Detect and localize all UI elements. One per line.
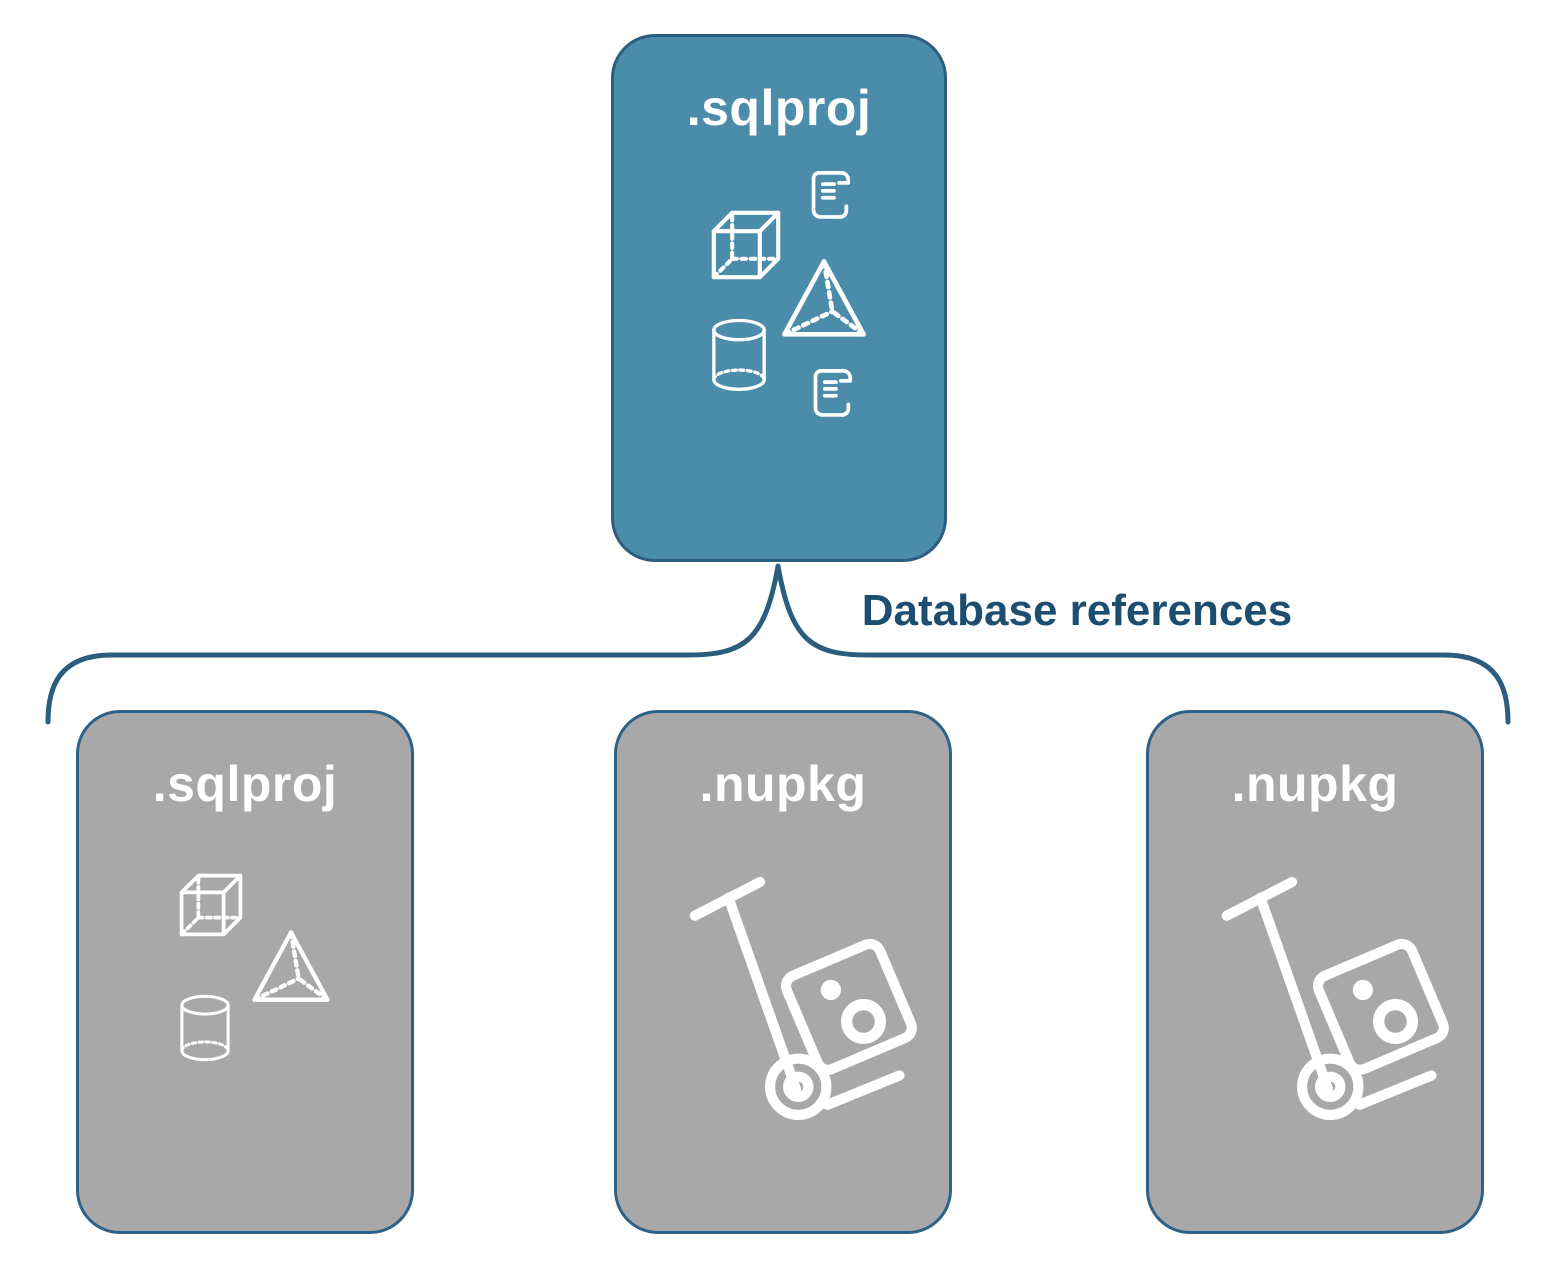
child-node-title: .nupkg xyxy=(699,756,867,812)
cube-icon xyxy=(169,863,253,947)
node-child-nupkg: .nupkg xyxy=(614,710,952,1234)
node-child-sqlproj: .sqlproj xyxy=(76,710,414,1234)
database-cylinder-icon xyxy=(171,985,239,1073)
package-dolly-icon xyxy=(1185,855,1453,1125)
pyramid-icon xyxy=(772,249,876,353)
script-icon xyxy=(798,163,860,225)
pyramid-icon xyxy=(243,921,339,1017)
root-node-title: .sqlproj xyxy=(686,80,872,136)
cube-icon xyxy=(700,199,792,291)
node-root-sqlproj: .sqlproj xyxy=(611,34,947,562)
script-icon xyxy=(800,361,862,423)
database-cylinder-icon xyxy=(702,309,776,403)
child-node-title: .nupkg xyxy=(1231,756,1399,812)
connector-label: Database references xyxy=(861,586,1293,635)
node-child-nupkg: .nupkg xyxy=(1146,710,1484,1234)
package-dolly-icon xyxy=(653,855,921,1125)
child-node-title: .sqlproj xyxy=(152,756,338,812)
